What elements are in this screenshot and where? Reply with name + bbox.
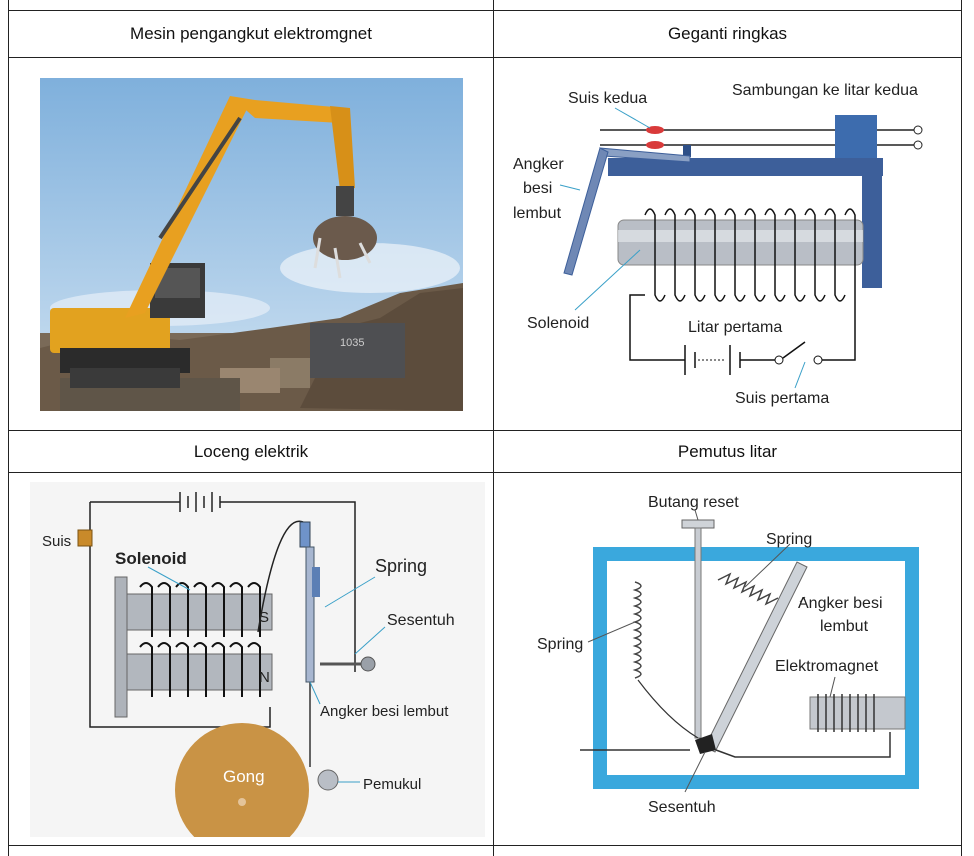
table-border-row3 xyxy=(8,472,962,473)
bell-label-sesentuh: Sesentuh xyxy=(387,612,455,629)
relay-label-angker-2: besi xyxy=(523,180,552,197)
relay-diagram: Suis kedua Sambungan ke litar kedua Angk… xyxy=(500,70,955,420)
table-border-row1 xyxy=(8,57,962,58)
circuit-breaker-diagram: Butang reset Spring Angker besi lembut S… xyxy=(500,482,955,837)
table-border-right xyxy=(961,0,962,856)
bell-label-suis: Suis xyxy=(42,533,71,550)
relay-label-angker-1: Angker xyxy=(513,156,564,173)
bell-label-n-pole: N xyxy=(259,669,270,686)
header-pemutus-litar: Pemutus litar xyxy=(677,441,778,461)
table-border-mid xyxy=(493,0,494,856)
breaker-label-elektromagnet: Elektromagnet xyxy=(775,658,879,675)
bell-label-pemukul: Pemukul xyxy=(363,776,421,793)
header-geganti-ringkas: Geganti ringkas xyxy=(667,24,788,43)
breaker-label-angker-1: Angker besi xyxy=(798,595,883,612)
header-mesin-pengangkut: Mesin pengangkut elektromgnet xyxy=(130,24,372,43)
table-border-top xyxy=(8,10,962,11)
breaker-label-spring-left: Spring xyxy=(537,636,583,653)
table-border-left xyxy=(8,0,9,856)
table-border-bottom xyxy=(8,845,962,846)
relay-label-sambungan: Sambungan ke litar kedua xyxy=(732,82,918,99)
breaker-label-butang-reset: Butang reset xyxy=(648,494,739,511)
bell-label-s-pole: S xyxy=(259,609,269,626)
relay-label-litar-pertama: Litar pertama xyxy=(688,319,782,336)
bell-label-spring: Spring xyxy=(375,556,427,576)
bell-label-gong: Gong xyxy=(223,767,265,786)
electric-bell-diagram: Suis Solenoid Spring Sesentuh S N Angker… xyxy=(30,482,485,837)
bell-label-angker: Angker besi lembut xyxy=(320,703,449,720)
relay-label-angker-3: lembut xyxy=(513,205,562,222)
table-border-row2 xyxy=(8,430,962,431)
breaker-label-angker-2: lembut xyxy=(820,618,869,635)
breaker-label-sesentuh: Sesentuh xyxy=(648,799,716,816)
relay-label-suis-pertama: Suis pertama xyxy=(735,390,829,407)
svg-text:1035: 1035 xyxy=(340,337,364,349)
breaker-label-spring-top: Spring xyxy=(766,531,812,548)
relay-label-solenoid: Solenoid xyxy=(527,315,589,332)
bell-label-solenoid: Solenoid xyxy=(115,549,187,568)
relay-label-suis-kedua: Suis kedua xyxy=(568,90,647,107)
header-loceng-elektrik: Loceng elektrik xyxy=(193,441,309,461)
excavator-photo: 1035 xyxy=(40,78,463,411)
